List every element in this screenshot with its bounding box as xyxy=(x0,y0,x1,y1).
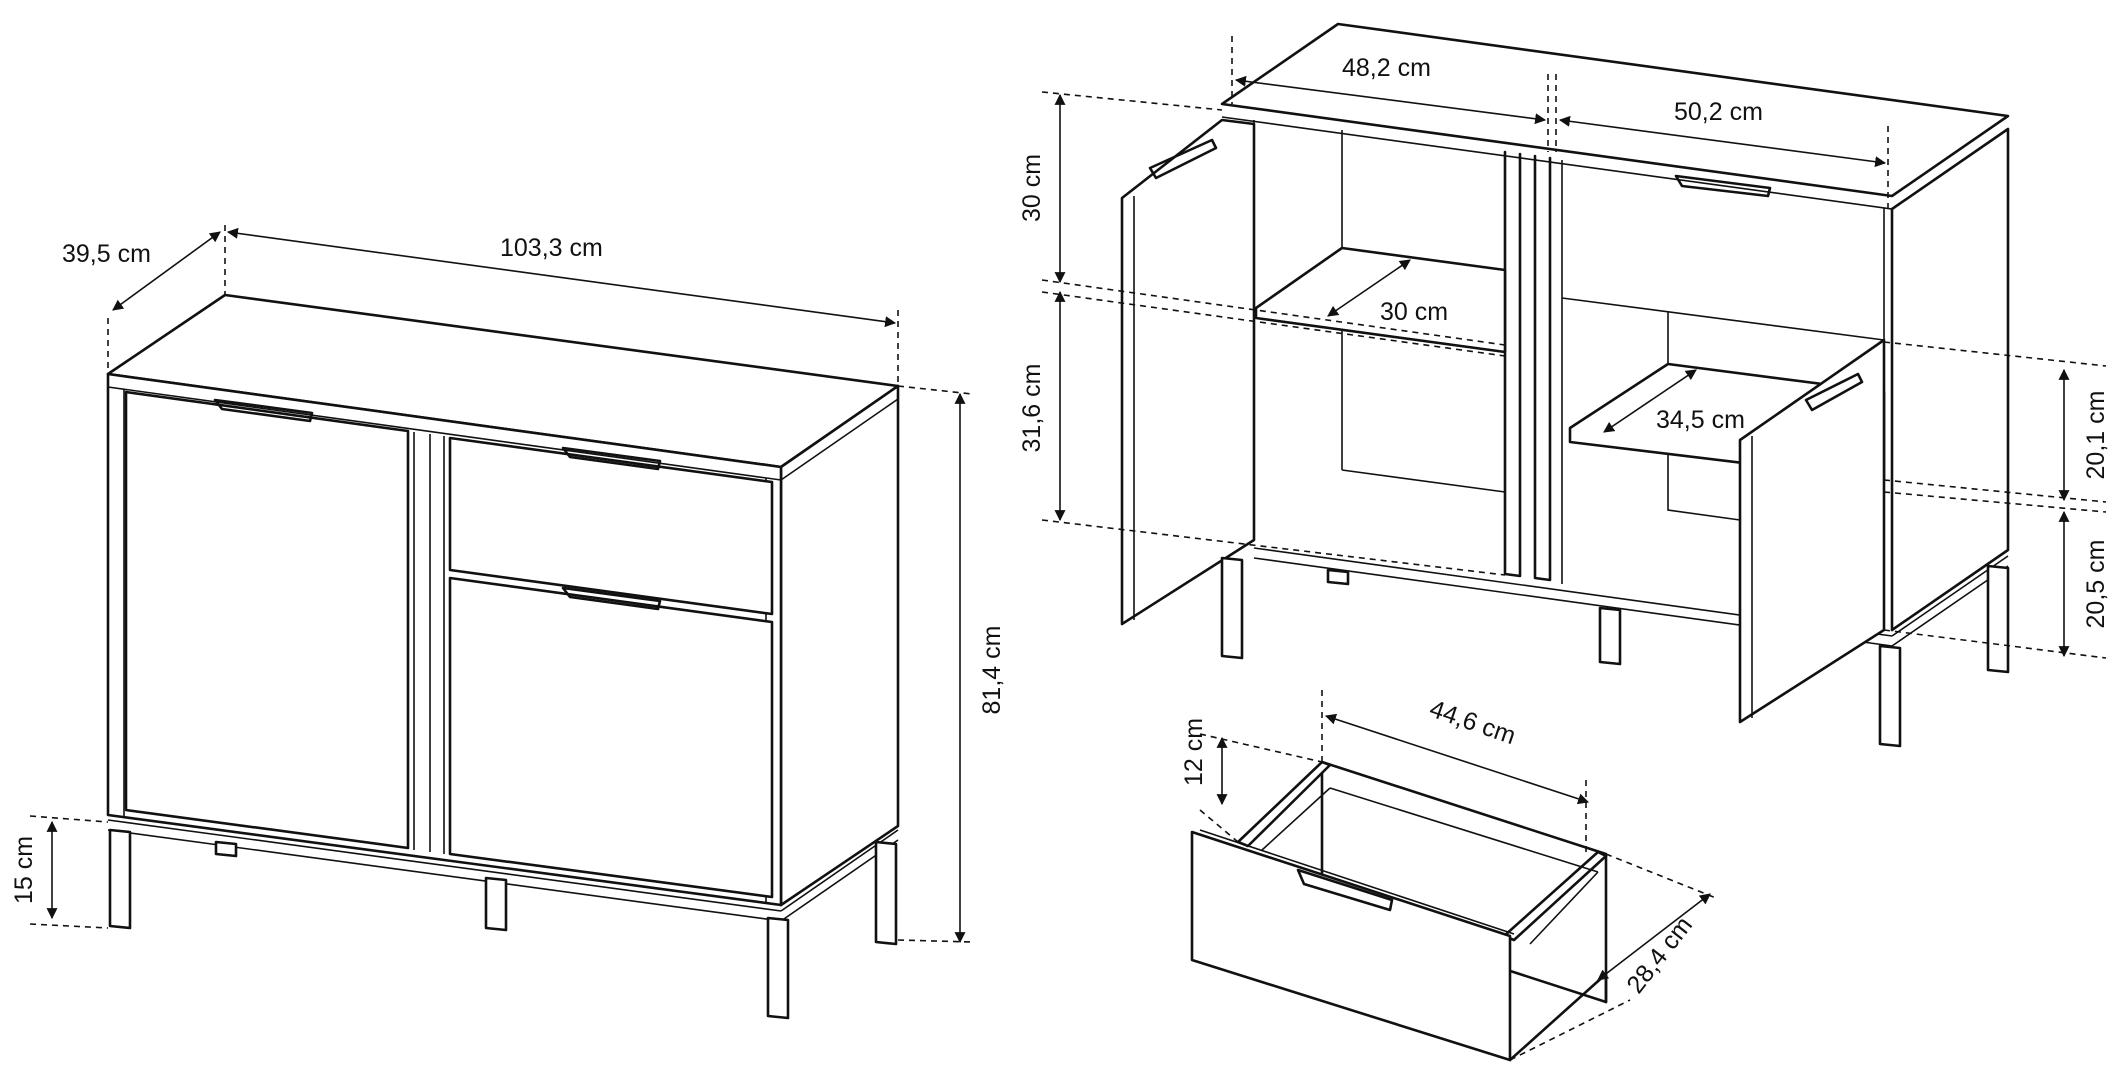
leg-back-mid xyxy=(484,876,508,932)
left-inner-width-label: 48,2 cm xyxy=(1342,54,1431,82)
left-door[interactable] xyxy=(124,390,410,850)
leg-back-right xyxy=(874,840,898,946)
drawer-view: 44,6 cm 12 cm 28,4 cm xyxy=(1180,690,1717,1062)
open-leg-back-stub xyxy=(1326,568,1350,586)
open-center-post-left xyxy=(1503,150,1522,578)
closed-cabinet-view: 39,5 cm 103,3 cm 81,4 cm 15 cm xyxy=(10,225,1006,1020)
lower-right-door[interactable] xyxy=(448,576,774,899)
drawer-front-top-edge xyxy=(1199,829,1515,935)
depth-dimension-line xyxy=(112,231,221,311)
front-leg-extension-lines xyxy=(29,815,109,929)
drawer-depth-line xyxy=(1597,893,1711,981)
open-left-door-handle[interactable] xyxy=(1148,138,1218,180)
width-dimension-line xyxy=(226,227,897,328)
center-divider xyxy=(413,432,445,854)
drawer-handle[interactable] xyxy=(1296,868,1394,912)
lower-height-label: 31,6 cm xyxy=(1018,364,1046,453)
open-top-drawer-handle xyxy=(1674,174,1772,198)
drawer-depth-label: 28,4 cm xyxy=(1621,911,1698,998)
open-leg-left xyxy=(1220,556,1244,660)
right-shelf-depth-line xyxy=(1603,369,1697,433)
height-label: 81,4 cm xyxy=(978,626,1006,715)
front-top-extension-lines xyxy=(107,225,899,386)
leg-front-left xyxy=(108,828,132,930)
open-leg-right-front xyxy=(1878,644,1902,748)
leg-front-right xyxy=(766,916,790,1020)
right-upper-height-label: 20,1 cm xyxy=(2082,391,2110,480)
drawer-left-side xyxy=(1236,760,1332,848)
drawer-width-label: 44,6 cm xyxy=(1426,695,1519,750)
upper-drawer-handle[interactable] xyxy=(561,446,662,471)
cabinet-top-side-edge xyxy=(780,398,899,481)
right-upper-back-edge xyxy=(1561,297,1885,341)
left-shelf-depth-line xyxy=(1327,259,1411,317)
open-top-extension-lines xyxy=(1231,36,1889,208)
front-height-extension-lines xyxy=(897,385,973,943)
leg-height-label: 15 cm xyxy=(10,836,38,904)
open-cabinet-view: 48,2 cm 50,2 cm 30 cm 31,6 cm 30 cm 34,5… xyxy=(1018,22,2110,748)
right-lower-height-label: 20,5 cm xyxy=(2082,540,2110,629)
left-shelf-edge xyxy=(1255,317,1506,353)
left-door-handle[interactable] xyxy=(213,398,314,423)
open-left-extension-lines xyxy=(1041,91,1506,576)
left-inner-width-line xyxy=(1234,75,1547,125)
open-leg-right-back xyxy=(1986,564,2010,674)
right-inner-width-line xyxy=(1558,115,1887,168)
drawer-height-label: 12 cm xyxy=(1180,718,1208,786)
drawer-width-line xyxy=(1324,713,1590,805)
upper-drawer-front[interactable] xyxy=(448,436,774,616)
drawer-depth-extension-lines xyxy=(1509,853,1717,1061)
open-center-post-right xyxy=(1533,154,1552,582)
lower-door-handle[interactable] xyxy=(561,586,662,611)
left-shelf-depth-label: 30 cm xyxy=(1380,298,1448,326)
open-left-door[interactable] xyxy=(1120,118,1256,626)
drawer-height-extension-lines xyxy=(1199,733,1323,843)
cabinet-top-edge xyxy=(107,386,782,481)
open-leg-mid xyxy=(1598,606,1622,666)
open-cabinet-side xyxy=(1890,127,2010,632)
cabinet-side-panel xyxy=(779,384,900,907)
width-label: 103,3 cm xyxy=(500,234,603,262)
open-right-door-handle[interactable] xyxy=(1804,372,1864,412)
depth-label: 39,5 cm xyxy=(62,240,151,268)
leg-back-left-stub xyxy=(214,840,238,858)
right-shelf-depth-label: 34,5 cm xyxy=(1656,406,1745,434)
upper-height-label: 30 cm xyxy=(1018,154,1046,222)
right-inner-width-label: 50,2 cm xyxy=(1674,98,1763,126)
open-right-extension-lines xyxy=(1883,341,2107,659)
